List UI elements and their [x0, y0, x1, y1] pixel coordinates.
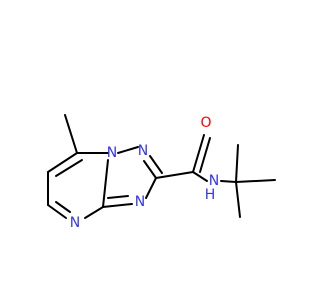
bond	[235, 144, 239, 183]
atom-label: N	[135, 194, 145, 210]
bond	[47, 204, 67, 219]
molecule-structure: N N N N O N H	[47, 114, 276, 231]
bond-layer	[47, 114, 276, 219]
bond	[102, 159, 109, 208]
bond	[64, 114, 78, 154]
bond	[192, 171, 208, 182]
atom-label: O	[200, 115, 211, 131]
bond	[220, 180, 237, 183]
bond	[192, 134, 205, 173]
bond	[145, 177, 157, 199]
bond	[55, 201, 71, 213]
atom-label: N	[70, 215, 80, 231]
bond	[55, 159, 83, 177]
bond	[235, 179, 276, 183]
bond	[107, 195, 129, 199]
bond	[84, 206, 104, 219]
bond	[155, 171, 194, 179]
atom-label: H	[205, 187, 216, 203]
atom-label: N	[107, 145, 117, 161]
bond	[235, 181, 241, 218]
bond	[143, 160, 157, 179]
bond	[47, 152, 78, 173]
bond	[117, 146, 139, 154]
bond	[102, 203, 133, 208]
bond	[149, 155, 163, 174]
atom-label: N	[209, 173, 219, 189]
atom-layer: N N N N O N H	[70, 115, 219, 231]
atom-label: N	[138, 143, 148, 159]
bond	[199, 137, 211, 173]
